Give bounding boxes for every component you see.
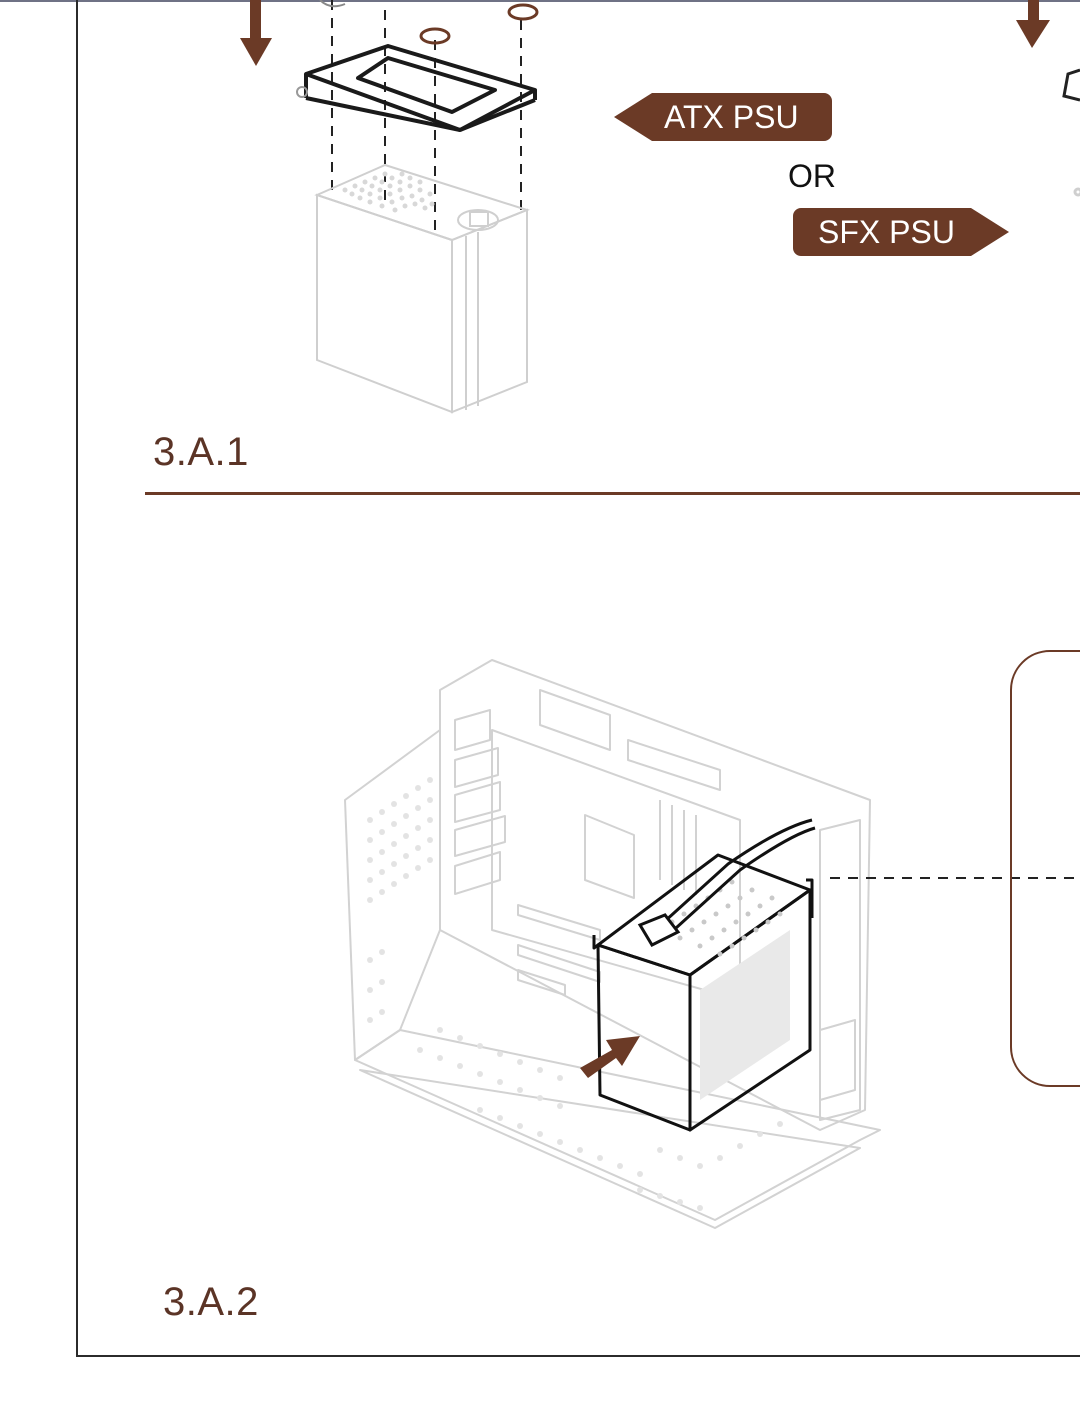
psu-top-vent [657,879,783,957]
frame-top-edge [0,0,1080,2]
atx-psu-tag: ATX PSU [614,93,832,141]
step-label-3a1: 3.A.1 [153,430,249,474]
psu-bracket [304,44,537,132]
partial-bracket-right [1062,68,1080,197]
retaining-clip-icon [419,3,539,45]
step-divider [145,492,1080,495]
sfx-psu-tag: SFX PSU [793,208,1009,256]
page-frame [76,0,1080,1357]
alignment-guides [331,0,522,235]
psu-side-vent [700,930,790,1100]
psu-vent-pattern [342,171,435,213]
chassis-mesh [367,777,783,1211]
or-label: OR [788,158,836,194]
atx-psu-unit [314,163,530,414]
cable-connector [637,913,681,947]
pc-case-chassis [344,659,881,1229]
atx-psu-label: ATX PSU [664,99,799,135]
installed-psu [592,853,814,1132]
sfx-psu-label: SFX PSU [818,214,955,250]
down-arrow-icon [240,0,272,66]
detail-callout-box [1010,650,1080,1087]
power-cable [662,818,816,930]
step-label-3a2: 3.A.2 [163,1280,259,1324]
retaining-clip-icon [319,0,346,8]
down-arrow-icon [1016,0,1050,48]
insert-arrow-icon [580,1036,640,1078]
